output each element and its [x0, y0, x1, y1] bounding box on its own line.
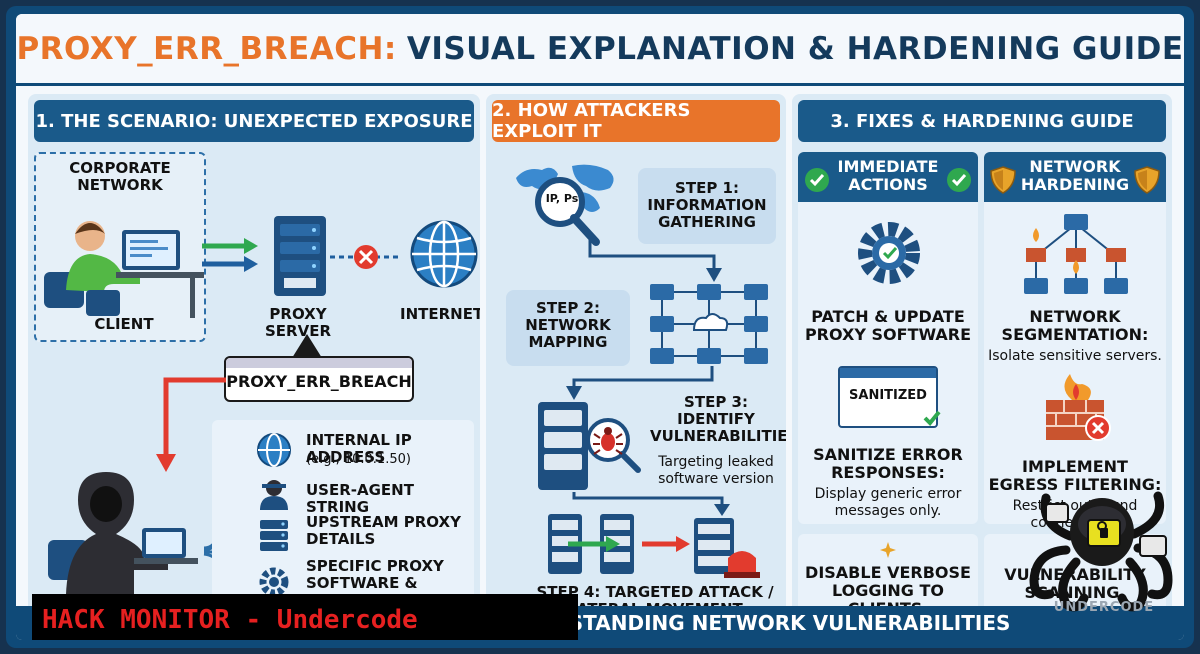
client-to-proxy-arrows — [202, 238, 258, 272]
shield-icon — [990, 166, 1016, 194]
client-label: CLIENT — [94, 315, 154, 333]
blocked-connection-icon — [330, 245, 400, 269]
title-text: VISUAL EXPLANATION & HARDENING GUIDE — [406, 30, 1184, 67]
error-code-text: PROXY_ERR_BREACH — [226, 372, 412, 391]
sparkle-icon — [880, 542, 896, 558]
octopus-hacker-logo — [1029, 491, 1173, 612]
proxy-server-icon — [274, 216, 326, 296]
network-map-icon — [650, 284, 768, 364]
egress-title: IMPLEMENT EGRESS FILTERING: — [988, 457, 1162, 494]
sanitized-window-bar — [840, 368, 936, 378]
sanitize-title: SANITIZE ERROR RESPONSES: — [813, 445, 963, 482]
shield-icon — [1134, 166, 1160, 194]
segmentation-detail: Isolate sensitive servers. — [988, 348, 1162, 364]
attack-panel: 2. HOW ATTACKERS EXPLOIT IT IP, Ps STEP … — [486, 94, 786, 634]
step-2-to-3-arrow — [566, 366, 714, 400]
infographic: PROXY_ERR_BREACH: VISUAL EXPLANATION & H… — [16, 14, 1184, 640]
leak-1-detail: (e.g., 10.0.1.50) — [306, 452, 411, 467]
undercode-logo-text: UNDERCODE — [1053, 600, 1155, 615]
firewall-icon — [1046, 374, 1111, 441]
step-2-label: STEP 2: NETWORK MAPPING — [525, 299, 611, 351]
leak-3-title: UPSTREAM PROXY DETAILS — [306, 513, 461, 548]
map-ip-label: IP, Ps — [545, 192, 579, 205]
patch-label: PATCH & UPDATE PROXY SOFTWARE — [804, 307, 972, 344]
segmentation-diagram-icon — [1024, 214, 1128, 294]
step-1-label: STEP 1: INFORMATION GATHERING — [647, 179, 767, 231]
fixes-header: 3. FIXES & HARDENING GUIDE — [798, 100, 1166, 142]
scenario-panel: 1. THE SCENARIO: UNEXPECTED EXPOSURE COR… — [28, 94, 480, 634]
proxy-server-label: PROXY SERVER — [264, 305, 331, 340]
segmentation-title: NETWORK SEGMENTATION: — [1001, 307, 1149, 344]
vulnerable-server-icon — [538, 402, 641, 490]
internet-label: INTERNET — [400, 305, 480, 323]
spy-icon — [260, 480, 288, 510]
error-pointer — [292, 334, 322, 358]
page-title: PROXY_ERR_BREACH: VISUAL EXPLANATION & H… — [16, 14, 1184, 86]
world-map-icon — [516, 164, 614, 246]
software-gear-icon — [259, 567, 289, 597]
internet-globe-icon — [410, 220, 478, 288]
server-stack-icon — [260, 520, 288, 551]
leak-1-title: INTERNAL IP ADDRESS — [306, 431, 412, 466]
step-3-to-4-arrow — [572, 492, 730, 516]
sanitized-badge: SANITIZED — [849, 388, 927, 403]
step-2-box — [506, 290, 630, 366]
title-code: PROXY_ERR_BREACH: — [16, 30, 397, 67]
error-message-box: PROXY_ERR_BREACH — [224, 356, 414, 402]
patch-gear-icon — [858, 222, 920, 284]
step-1-box — [638, 168, 776, 244]
sanitized-window: SANITIZED — [838, 366, 938, 428]
attack-header: 2. HOW ATTACKERS EXPLOIT IT — [492, 100, 780, 142]
check-icon — [923, 410, 941, 426]
targeted-attack-icon — [548, 514, 760, 578]
step-3-label: STEP 3: IDENTIFY VULNERABILITIES — [650, 393, 786, 445]
globe-icon — [257, 433, 291, 467]
leak-2-title: USER-AGENT STRING — [306, 481, 414, 516]
error-window-bar — [226, 358, 412, 368]
check-icon — [947, 168, 971, 192]
client-user-icon — [44, 221, 204, 318]
fixes-panel: 3. FIXES & HARDENING GUIDE IMMEDIATE ACT… — [792, 94, 1172, 634]
corporate-network-label: CORPORATE NETWORK — [69, 159, 171, 194]
check-icon — [805, 168, 829, 192]
attacker-icon — [48, 472, 198, 608]
scenario-header: 1. THE SCENARIO: UNEXPECTED EXPOSURE — [34, 100, 474, 142]
leak-arrow — [156, 377, 226, 472]
sanitize-detail: Display generic error messages only. — [814, 486, 962, 519]
step-1-to-2-arrow — [588, 236, 722, 282]
hack-monitor-watermark: HACK MONITOR - Undercode — [32, 594, 578, 640]
step-3-detail: Targeting leaked software version — [658, 454, 774, 487]
